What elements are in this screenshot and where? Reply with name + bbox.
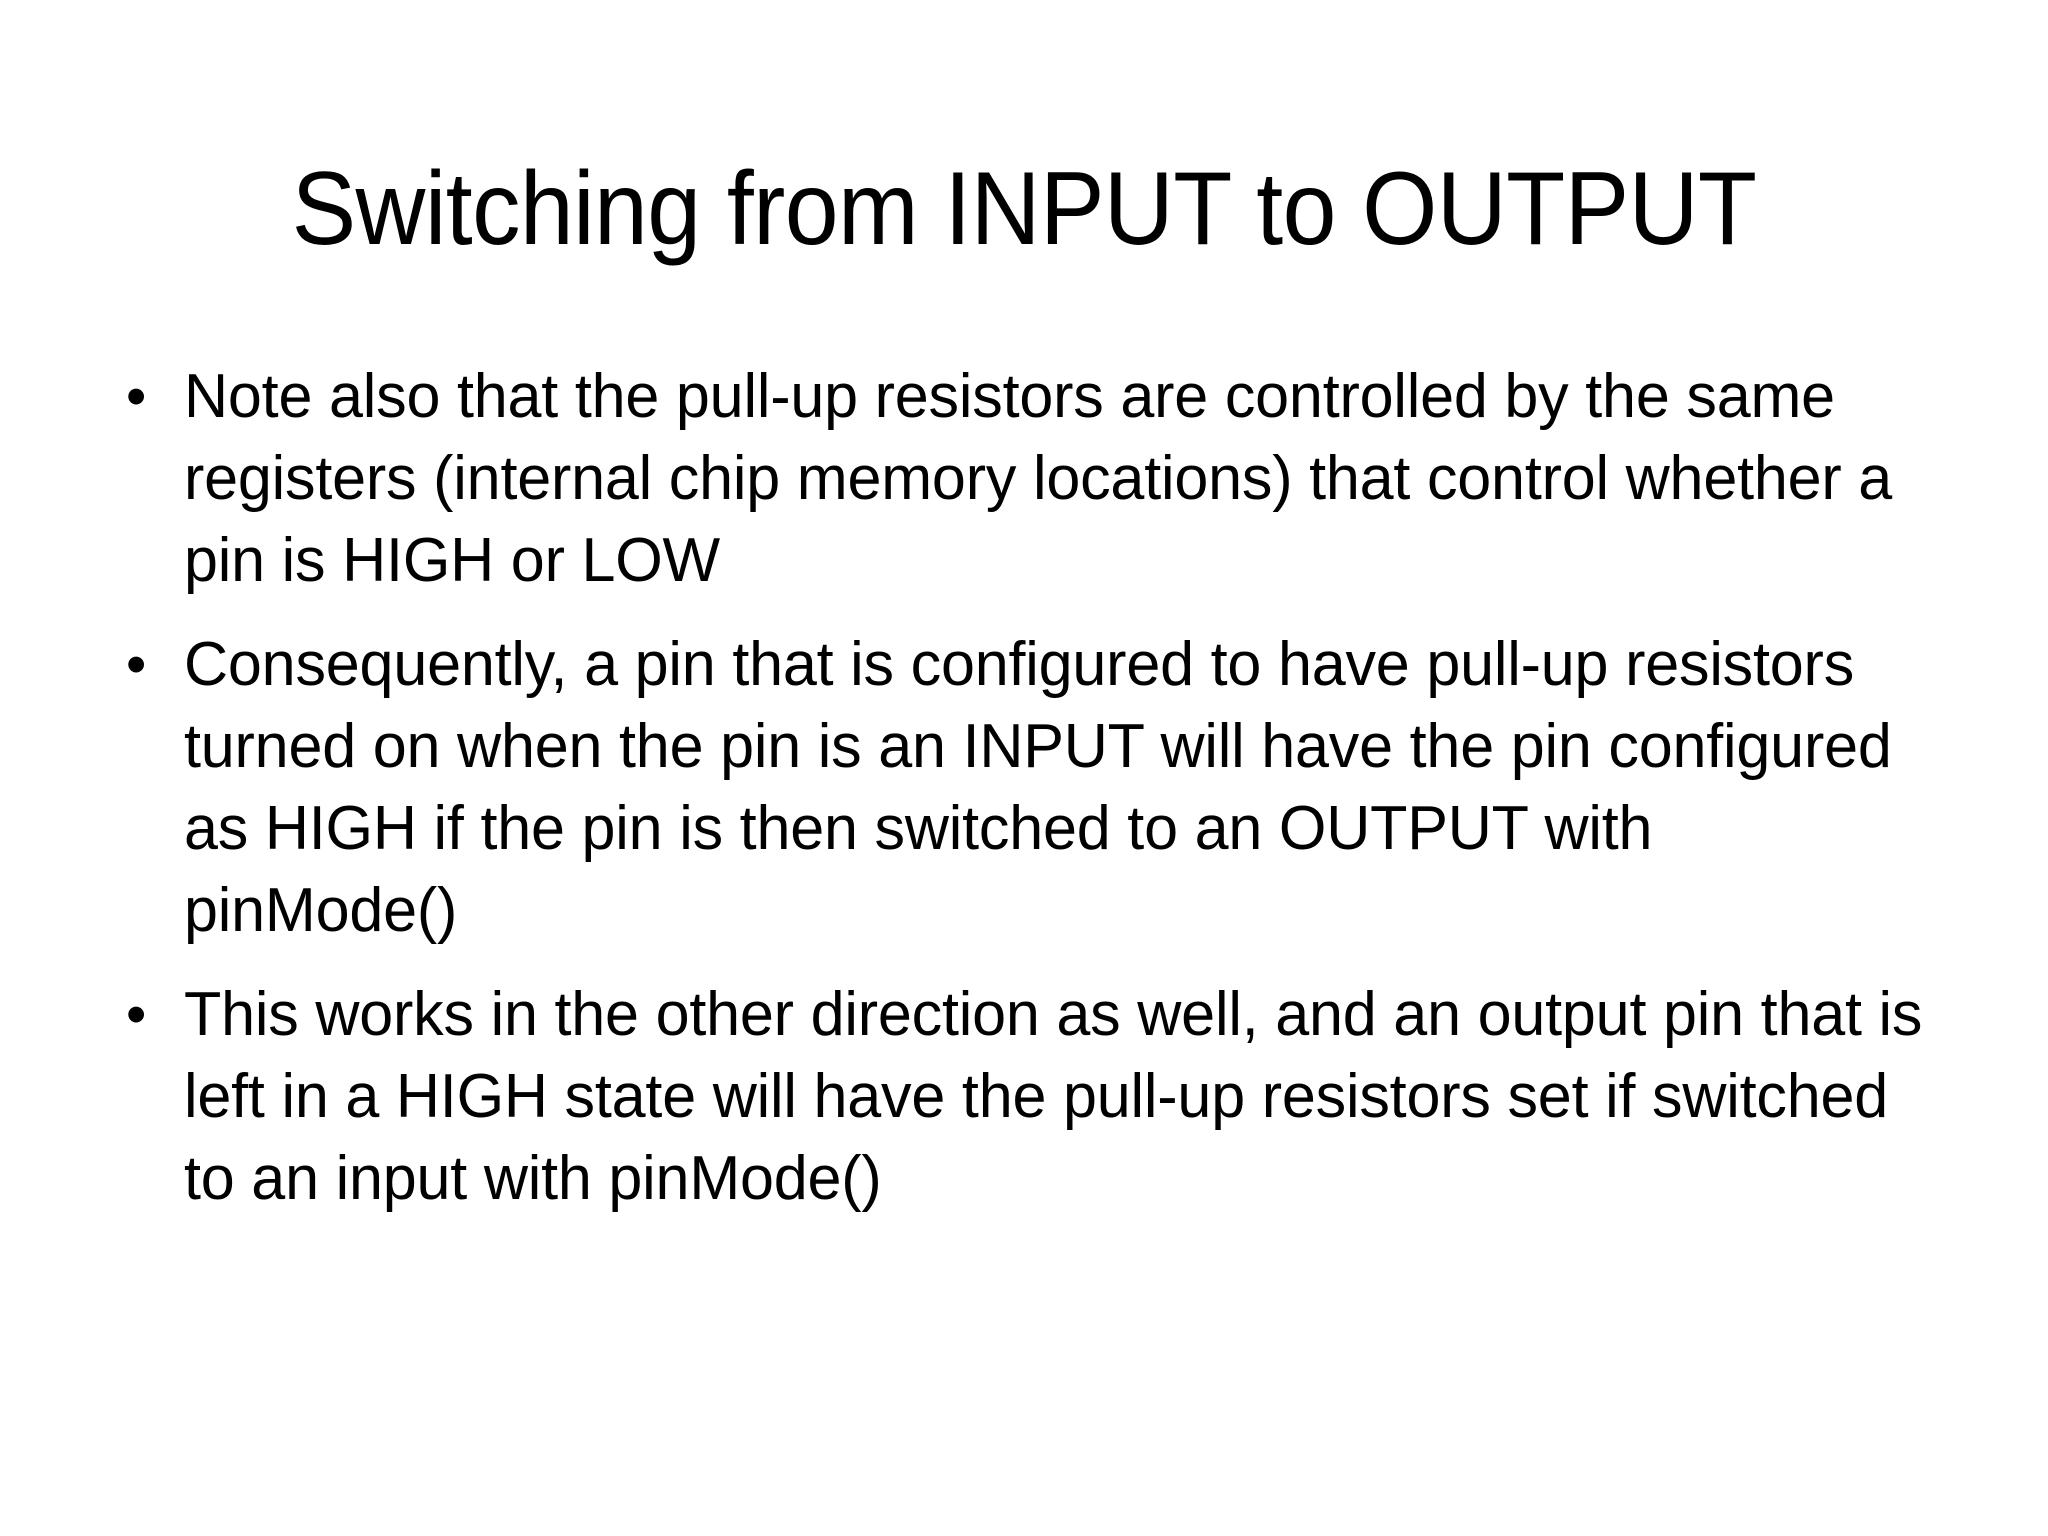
slide-body-bullet-list: • Note also that the pull-up resistors a… bbox=[112, 356, 1952, 1242]
bullet-text-1: Note also that the pull-up resistors are… bbox=[184, 362, 1893, 595]
bullet-text-2: Consequently, a pin that is configured t… bbox=[184, 630, 1892, 945]
bullet-marker-icon: • bbox=[126, 632, 147, 697]
bullet-marker-icon: • bbox=[126, 982, 147, 1047]
bullet-text-3: This works in the other direction as wel… bbox=[184, 980, 1923, 1213]
bullet-item-1: • Note also that the pull-up resistors a… bbox=[112, 356, 1952, 602]
bullet-item-2: • Consequently, a pin that is configured… bbox=[112, 624, 1952, 952]
slide-title: Switching from INPUT to OUTPUT bbox=[291, 150, 1757, 267]
bullet-marker-icon: • bbox=[126, 364, 147, 429]
bullet-item-3: • This works in the other direction as w… bbox=[112, 974, 1952, 1220]
